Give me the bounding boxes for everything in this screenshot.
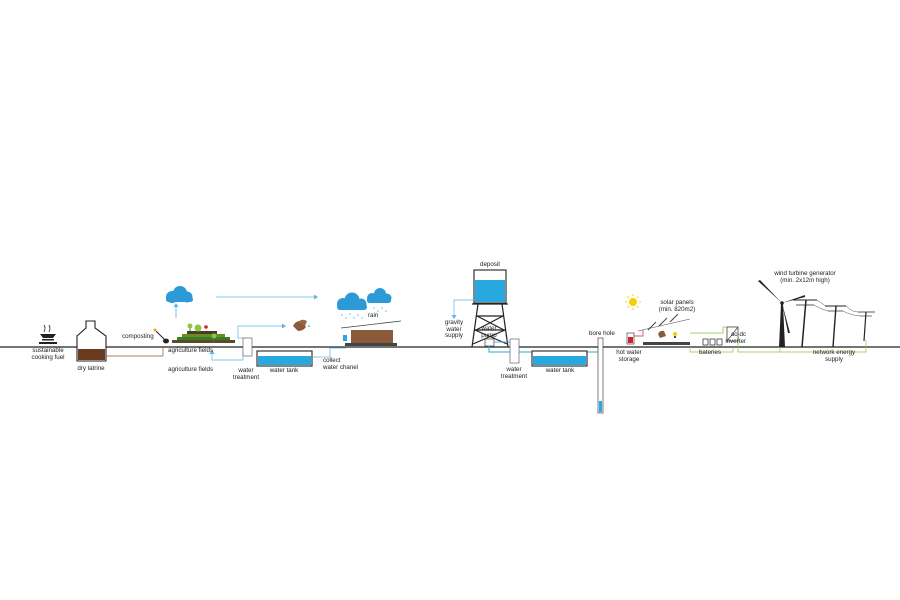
water-tower-structure (471, 303, 509, 348)
shovel-icon (153, 328, 169, 344)
label-wind-turbine: wind turbine generator (min. 2x12m high) (774, 270, 836, 284)
label-water-treatment-2: water treatment (500, 366, 528, 380)
rain-drops (341, 307, 387, 319)
arrow-right-icon (216, 294, 318, 300)
label-composting: composting (122, 333, 154, 340)
label-bore-hole: bore hole (589, 330, 615, 337)
hot-water-tank (626, 332, 635, 345)
solar-panel-array (637, 313, 691, 332)
deposit-tank (473, 269, 507, 304)
dry-latrine-structure (76, 320, 107, 362)
label-dry-latrine: dry latrine (77, 365, 105, 372)
water-treatment-unit-1 (242, 337, 253, 357)
label-water-tank-1: water tank (269, 367, 299, 374)
gravity-supply-pipe (453, 299, 474, 317)
sun-icon (625, 294, 641, 310)
irrigation-pipe (237, 325, 285, 339)
energy-line-lower (689, 347, 734, 353)
label-water-treatment-1: water treatment (232, 367, 260, 381)
hand-washing-icon (293, 319, 310, 331)
collection-building (351, 330, 393, 343)
fields-return-pipe (211, 348, 244, 361)
fields-return-arrow (209, 350, 215, 354)
label-rain: rain (368, 312, 379, 319)
label-collect-channel: collect water chanel (323, 357, 359, 371)
label-network-supply: network energy supply (812, 349, 856, 363)
water-tank-1 (256, 350, 313, 367)
label-deposit: deposit (480, 261, 500, 268)
label-agriculture-fields-top: agriculture fields (168, 347, 214, 354)
label-bateries: bateries (698, 349, 721, 356)
bore-hole (597, 337, 604, 414)
battery-icons (702, 338, 723, 346)
energy-line-network (780, 340, 867, 353)
label-inverter: ac-dc inverter (725, 331, 746, 345)
label-solar-panels: solar panels (min. 820m2) (658, 299, 696, 313)
label-cooking-fuel: sustainable cooking fuel (31, 347, 65, 361)
roof-line (340, 320, 402, 329)
solar-base-platform (643, 342, 690, 345)
bulb-icon (673, 332, 677, 338)
cooking-pot-icon (39, 324, 57, 344)
water-pump-unit (484, 338, 495, 347)
gravity-supply-arrow (451, 315, 457, 319)
inverter-box (726, 326, 739, 342)
hot-water-pipe (634, 330, 644, 337)
label-gravity-supply: gravity water supply (444, 319, 464, 340)
agriculture-fields-mound (172, 323, 235, 343)
channel-marker (343, 335, 347, 341)
collection-base (345, 343, 397, 346)
power-pylon-icon (793, 299, 875, 348)
label-water-pump: water pump (481, 325, 497, 339)
hand-icon (658, 330, 666, 338)
label-water-tank-2: water tank (545, 367, 575, 374)
waste-pipe (106, 346, 164, 357)
rain-cloud-icon (337, 288, 392, 310)
wind-turbine-icon (758, 280, 805, 347)
evaporation-arrow (173, 303, 179, 318)
irrigation-arrow (282, 323, 286, 329)
collect-channel-pipe (313, 347, 346, 358)
water-treatment-unit-2 (509, 338, 520, 364)
label-hot-water-storage: hot water storage (616, 349, 642, 363)
water-tank-2 (531, 350, 588, 367)
cloud-icon (166, 286, 193, 303)
label-agriculture-fields-bottom: agriculture fields (168, 366, 214, 373)
